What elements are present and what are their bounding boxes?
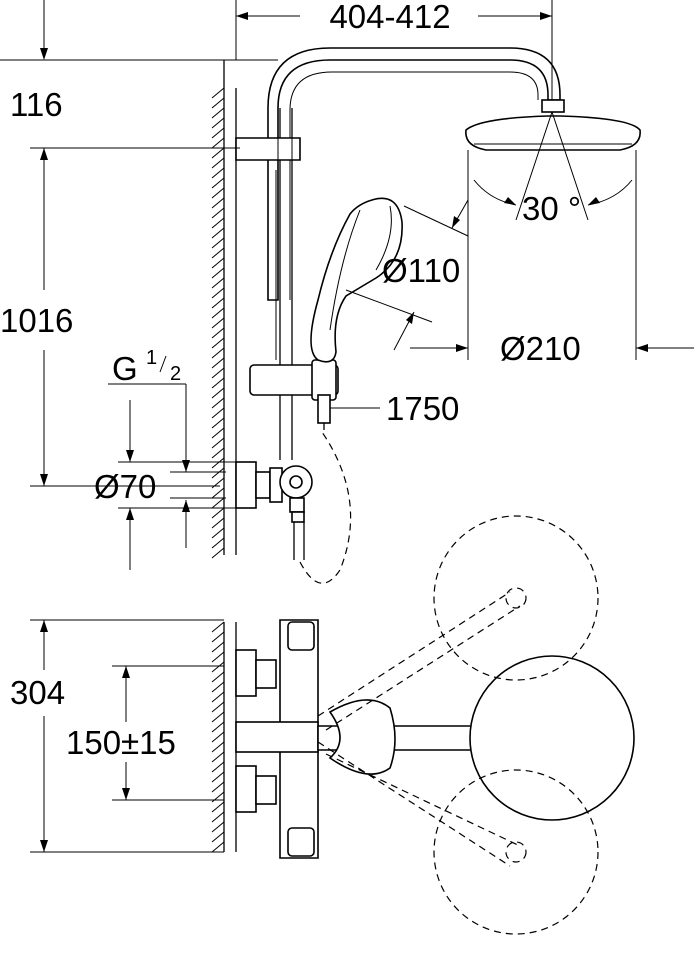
dimension-lines	[0, 0, 694, 853]
swivel-positions	[317, 515, 599, 935]
wall-upper	[211, 60, 237, 559]
tilt-angle-label: 30 °	[522, 190, 581, 227]
hand-shower	[310, 197, 403, 363]
head-shower-diameter-label: Ø210	[500, 330, 581, 367]
thread-denominator: 2	[170, 363, 181, 385]
thermostat-side	[235, 619, 635, 859]
thread-letter: G	[112, 350, 138, 387]
hose-length-label: 1750	[386, 390, 459, 427]
rail-height-label: 1016	[0, 302, 73, 339]
shower-column	[235, 47, 561, 584]
width-top-label: 404-412	[329, 0, 450, 35]
head-shower	[465, 99, 641, 151]
connection-spacing-label: 150±15	[66, 724, 176, 761]
thermostat-height-label: 304	[10, 674, 65, 711]
wall-lower	[211, 621, 237, 853]
top-height-label: 116	[10, 86, 63, 123]
thread-numerator: 1	[146, 347, 157, 369]
escutcheon-diameter-label: Ø70	[94, 468, 156, 505]
hand-shower-diameter-label: Ø110	[382, 252, 460, 289]
